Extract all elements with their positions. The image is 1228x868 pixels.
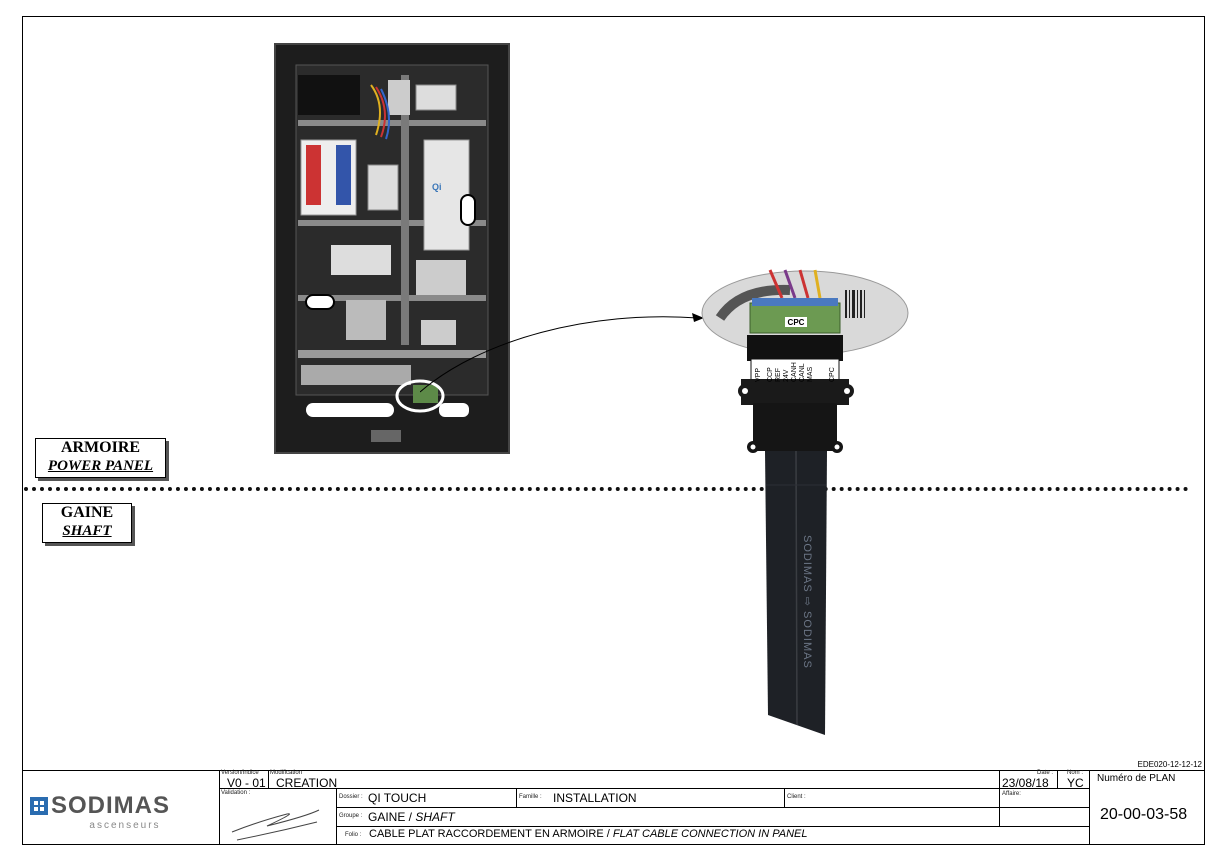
pin-label-3: 24V	[783, 369, 790, 382]
zone-label-gaine: GAINE SHAFT	[42, 503, 132, 543]
pin-label-0: VPP	[755, 368, 762, 382]
zone-divider	[24, 487, 1189, 491]
date-label: Date :	[1037, 770, 1054, 776]
famille-label: Famille :	[519, 794, 542, 800]
pin-labels-svg: VPP CCP REF 24V CANH CANL MAS CPC	[755, 362, 836, 383]
version-value: V0 - 01	[227, 776, 266, 790]
pin-label-5: CANL	[799, 363, 806, 382]
connector-zoom: CPC	[701, 269, 909, 356]
panel-brand-label: Qi	[432, 182, 442, 192]
validation-signature	[231, 809, 320, 841]
groupe-label: Groupe :	[339, 813, 363, 819]
folio-fr: CABLE PLAT RACCORDEMENT EN ARMOIRE /	[369, 828, 613, 840]
zone-armoire-en: POWER PANEL	[47, 458, 154, 474]
power-panel-photo: Qi	[274, 43, 510, 454]
zone-gaine-en: SHAFT	[62, 523, 112, 539]
drawing-frame	[22, 16, 1205, 845]
plan-number: 20-00-03-58	[1100, 806, 1188, 823]
logo-main-text: SODIMAS	[51, 792, 171, 819]
pin-label-2: REF	[775, 368, 782, 382]
pin-label-4: CANH	[791, 362, 798, 382]
groupe-value: GAINE / SHAFT	[368, 810, 455, 824]
doc-reference: EDE020-12-12-12	[1137, 760, 1202, 769]
connector-pin-labels: VPP CCP REF 24V CANH CANL MAS CPC	[752, 360, 838, 384]
famille-value: INSTALLATION	[553, 791, 637, 805]
plan-label: Numéro de PLAN	[1097, 773, 1176, 784]
cable-print-text: SODIMAS ⇨ SODIMAS	[801, 535, 813, 669]
zone-gaine-fr: GAINE	[60, 504, 114, 521]
connector-zoom-label: CPC	[788, 318, 805, 327]
dossier-label: Dossier :	[339, 794, 363, 800]
flat-cable-assembly	[738, 335, 854, 735]
sodimas-logo-icon	[30, 797, 48, 815]
nom-label: Nom :	[1067, 770, 1084, 776]
sodimas-logo: SODIMAS ascenseurs	[30, 792, 220, 832]
zone-armoire-fr: ARMOIRE	[60, 439, 141, 456]
folio-label: Folio :	[345, 832, 362, 838]
validation-label: Validation :	[221, 790, 251, 796]
cable-print-svg: SODIMAS ⇨ SODIMAS	[801, 535, 813, 669]
pin-label-6: MAS	[807, 367, 814, 383]
modification-value: CREATION	[276, 776, 338, 790]
leader-arrow	[420, 313, 704, 393]
cable-print: SODIMAS ⇨ SODIMAS	[798, 535, 818, 685]
folio-en: FLAT CABLE CONNECTION IN PANEL	[612, 828, 808, 840]
logo-sub-text: ascenseurs	[89, 820, 161, 831]
pin-label-1: CCP	[767, 367, 774, 382]
folio-value: CABLE PLAT RACCORDEMENT EN ARMOIRE / FLA…	[369, 828, 807, 840]
affaire-label: Affaire:	[1002, 791, 1021, 797]
client-label: Client :	[787, 794, 806, 800]
panel-drawing: Qi	[295, 64, 489, 442]
zone-label-armoire: ARMOIRE POWER PANEL	[35, 438, 166, 478]
title-block: SODIMAS ascenseurs Version/Indice V0 - 0…	[22, 770, 1205, 845]
modification-label: Modification	[270, 770, 303, 776]
dossier-value: QI TOUCH	[368, 791, 427, 805]
nom-value: YC	[1067, 776, 1084, 790]
groupe-fr: GAINE /	[368, 810, 416, 824]
version-label: Version/Indice	[221, 770, 259, 776]
groupe-en: SHAFT	[415, 810, 455, 824]
date-value: 23/08/18	[1002, 776, 1049, 790]
pin-label-7: CPC	[829, 367, 836, 382]
